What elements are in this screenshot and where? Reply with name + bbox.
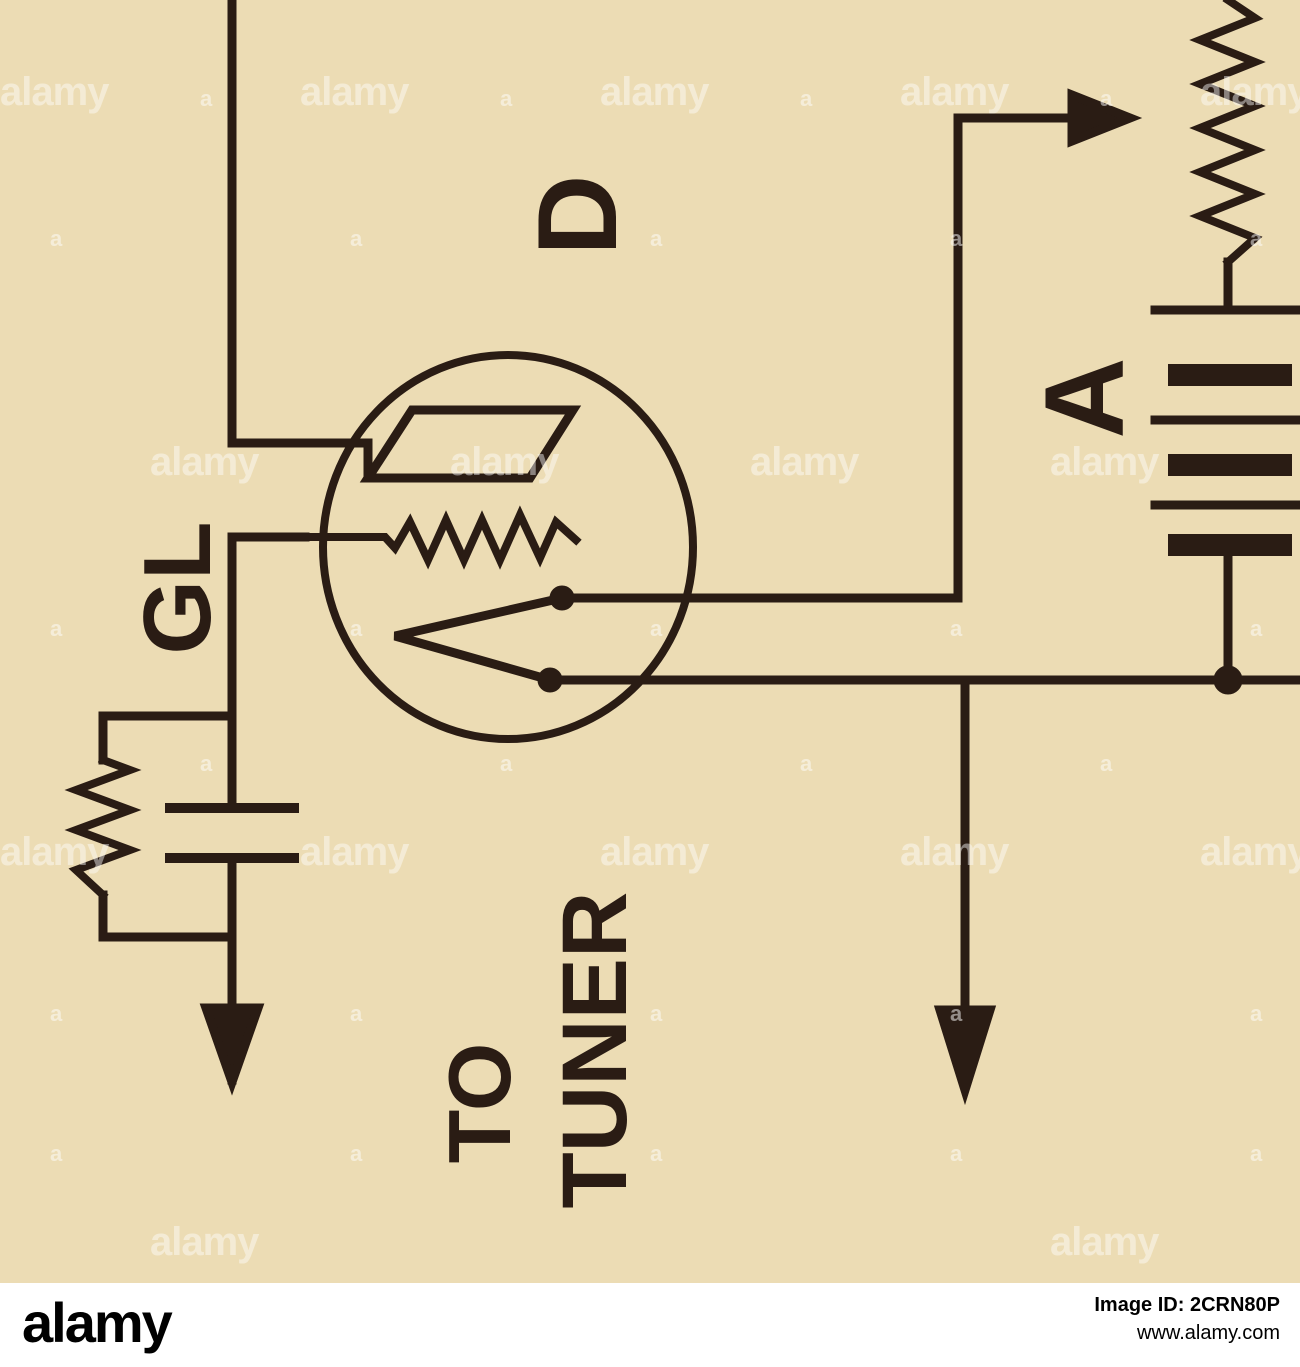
plate-wire: [227, 0, 323, 448]
watermark-tile: a: [350, 1001, 362, 1026]
watermark-tile: a: [1250, 226, 1262, 251]
watermark-tile: a: [350, 1141, 362, 1166]
tuner-label: TUNER: [544, 891, 646, 1209]
watermark-tile: a: [350, 616, 362, 641]
watermark-tile: a: [50, 1141, 62, 1166]
watermark-word: alamy: [300, 70, 409, 114]
watermark-word: alamy: [0, 70, 109, 114]
image-id-text: Image ID: 2CRN80P: [1094, 1294, 1280, 1316]
tube-plate-box: [359, 405, 582, 483]
tube-plate: [313, 438, 373, 483]
watermark-tile: a: [1250, 1001, 1262, 1026]
grid-leak-resistor: [64, 754, 142, 901]
paper-background: [0, 0, 1300, 1283]
grid-leak-label: GL: [124, 521, 231, 655]
battery-label: A: [1022, 357, 1147, 439]
footer-url-text: www.alamy.com: [1137, 1322, 1280, 1344]
watermark-tile: a: [650, 1001, 662, 1026]
watermark-tile: a: [950, 1141, 962, 1166]
watermark-word: alamy: [0, 830, 109, 874]
schematic-drawing: [0, 0, 1300, 1283]
watermark-tile: a: [1100, 86, 1112, 111]
watermark-word: alamy: [750, 440, 859, 484]
watermark-tile: a: [50, 1001, 62, 1026]
detector-label: D: [515, 174, 640, 256]
watermark-tile: a: [800, 751, 812, 776]
to-label: TO: [430, 1042, 529, 1164]
watermark-tile: a: [1250, 1141, 1262, 1166]
watermark-word: alamy: [900, 70, 1009, 114]
watermark-word: alamy: [600, 70, 709, 114]
circuit-diagram: GL D A TO TUNER alamy alamy alamy alamy alam…: [0, 0, 1300, 1283]
watermark-tile: a: [1250, 616, 1262, 641]
watermark-tile: a: [650, 1141, 662, 1166]
watermark-tile: a: [950, 226, 962, 251]
watermark-tile: a: [350, 226, 362, 251]
watermark-tile: a: [500, 751, 512, 776]
watermark-tile: a: [650, 226, 662, 251]
grid-arrow-head: [199, 1003, 265, 1096]
watermark-tile: a: [500, 86, 512, 111]
watermark-word: alamy: [1200, 70, 1300, 114]
watermark-tile: a: [50, 226, 62, 251]
watermark-word: alamy: [900, 830, 1009, 874]
watermark-tile: a: [200, 86, 212, 111]
rheostat-resistor: [1189, 0, 1266, 268]
battery-junction: [1213, 665, 1243, 695]
watermark-word: alamy: [150, 1220, 259, 1264]
stock-footer: alamy Image ID: 2CRN80P www.alamy.com: [0, 1283, 1300, 1367]
watermark-word: alamy: [150, 440, 259, 484]
tube-grid: [301, 505, 582, 570]
watermark-word: alamy: [450, 440, 559, 484]
grid-leak-frame-bottom: [98, 890, 237, 942]
watermark-word: alamy: [1200, 830, 1300, 874]
filament-lead-top: [557, 113, 1085, 603]
watermark-tile: a: [950, 616, 962, 641]
watermark-word: alamy: [600, 830, 709, 874]
alamy-logo: alamy: [22, 1291, 173, 1354]
rheostat-arrow-head: [1067, 88, 1143, 148]
vacuum-tube-envelope: [319, 351, 697, 743]
grid-leak-resistor-frame: [98, 711, 237, 765]
watermark-word: alamy: [1050, 440, 1159, 484]
watermark-tile: a: [650, 616, 662, 641]
watermark-tile: a: [200, 751, 212, 776]
tuner-arrow-head: [933, 1005, 997, 1106]
watermark-tile: a: [50, 616, 62, 641]
watermark-tile: a: [1100, 751, 1112, 776]
tube-filament: [393, 592, 568, 686]
watermark-tile: a: [950, 1001, 962, 1026]
watermark-word: alamy: [1050, 1220, 1159, 1264]
watermark-word: alamy: [300, 830, 409, 874]
watermark-tile: a: [800, 86, 812, 111]
footer-caption: Image ID: 2CRN80P www.alamy.com: [1094, 1291, 1280, 1347]
